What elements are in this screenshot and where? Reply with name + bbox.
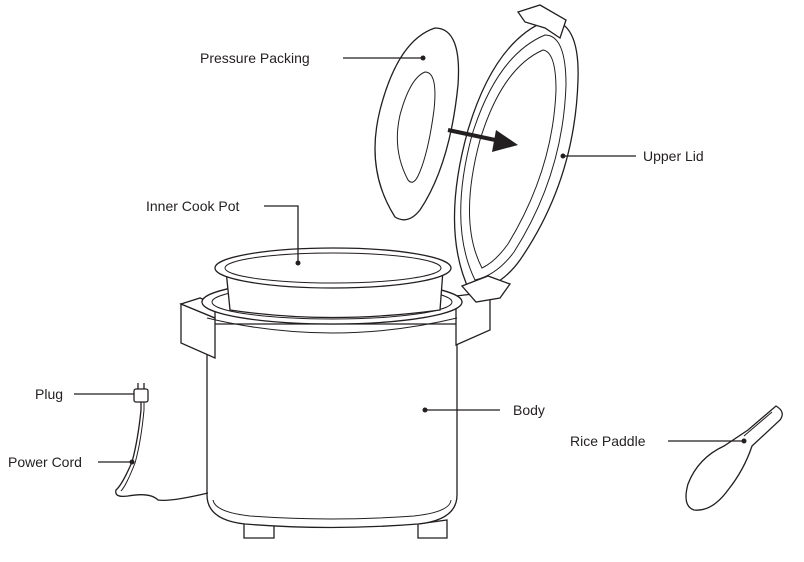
label-body: Body	[513, 402, 545, 418]
pressure-packing	[374, 27, 460, 221]
label-power-cord: Power Cord	[8, 454, 82, 470]
inner-cook-pot	[214, 247, 452, 319]
label-plug: Plug	[35, 386, 63, 402]
cooker-body	[179, 279, 491, 539]
leader-lines	[74, 55, 747, 465]
label-inner-cook-pot: Inner Cook Pot	[146, 198, 239, 214]
rice-paddle	[685, 405, 783, 511]
upper-lid	[453, 4, 579, 303]
label-pressure-packing: Pressure Packing	[200, 50, 310, 66]
label-rice-paddle: Rice Paddle	[570, 433, 646, 449]
label-upper-lid: Upper Lid	[643, 148, 704, 164]
insert-arrow	[447, 128, 518, 152]
plug-and-cord	[115, 383, 209, 501]
